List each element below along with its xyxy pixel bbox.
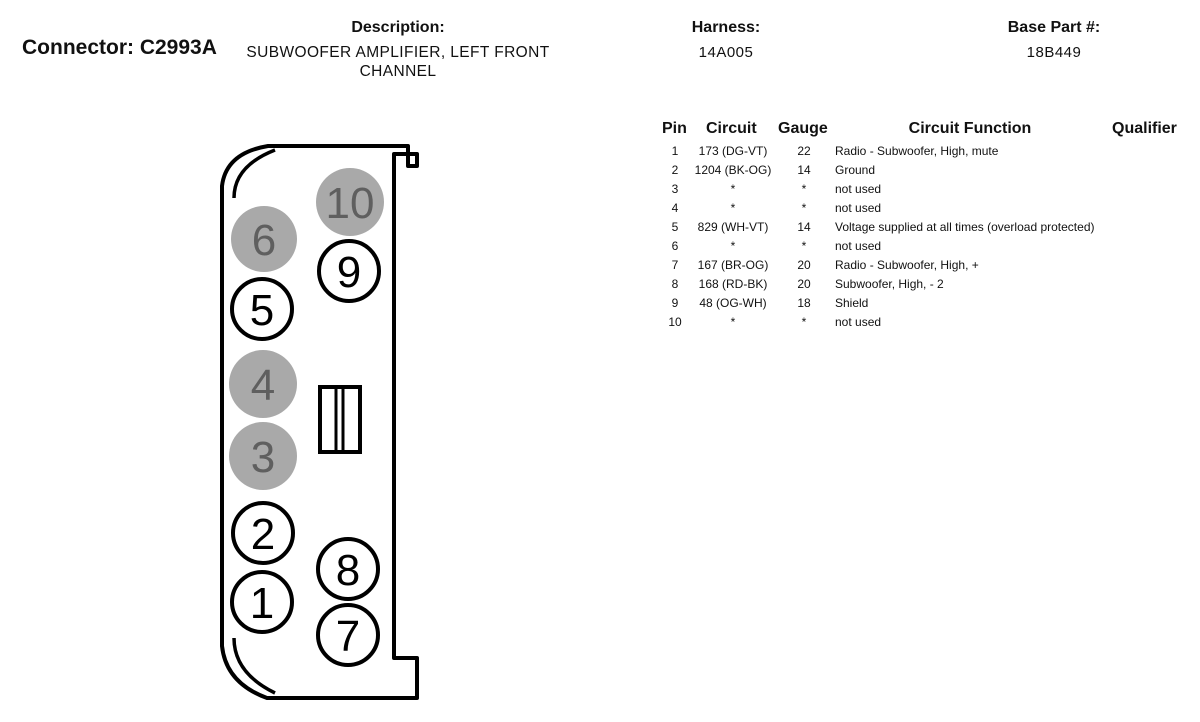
table-header-function: Circuit Function bbox=[908, 120, 1032, 137]
pin-number: 4 bbox=[251, 361, 275, 410]
cell-pin: 10 bbox=[668, 315, 682, 329]
cell-pin: 7 bbox=[671, 258, 679, 272]
harness-heading: Harness: bbox=[691, 19, 761, 36]
cell-pin: 4 bbox=[671, 201, 679, 215]
cell-circuit: * bbox=[730, 315, 736, 329]
cell-pin: 3 bbox=[671, 182, 679, 196]
pin-10-unused: 10 bbox=[316, 168, 384, 236]
cell-circuit: 167 (BR-OG) bbox=[697, 258, 769, 272]
base-part-value: 18B449 bbox=[1026, 44, 1082, 61]
cell-circuit: 48 (OG-WH) bbox=[699, 296, 767, 310]
pin-5: 5 bbox=[230, 277, 294, 341]
cell-gauge: 18 bbox=[797, 296, 811, 310]
table-header-circuit: Circuit bbox=[706, 120, 757, 137]
connector-inner-top-curve bbox=[232, 148, 276, 199]
pin-8: 8 bbox=[316, 537, 380, 601]
description-heading: Description: bbox=[351, 19, 445, 36]
keying-rib bbox=[318, 385, 362, 454]
connector-housing-outline bbox=[220, 144, 419, 700]
cell-pin: 5 bbox=[671, 220, 679, 234]
cell-function: not used bbox=[835, 201, 882, 215]
pin-number: 3 bbox=[251, 433, 275, 482]
cell-pin: 6 bbox=[671, 239, 679, 253]
cell-gauge: * bbox=[801, 201, 807, 215]
cell-pin: 9 bbox=[671, 296, 679, 310]
cell-circuit: * bbox=[730, 182, 736, 196]
cell-function: not used bbox=[835, 239, 882, 253]
pin-number: 2 bbox=[251, 510, 275, 559]
cell-gauge: * bbox=[801, 239, 807, 253]
connector-face-diagram: 10 6 9 5 4 3 2 8 1 7 bbox=[220, 144, 419, 700]
cell-circuit: 1204 (BK-OG) bbox=[694, 163, 772, 177]
cell-gauge: 14 bbox=[797, 163, 811, 177]
cell-pin: 8 bbox=[671, 277, 679, 291]
cell-function: Shield bbox=[835, 296, 869, 310]
pin-1: 1 bbox=[230, 570, 294, 634]
cell-gauge: 20 bbox=[797, 258, 811, 272]
pin-number: 10 bbox=[326, 179, 375, 228]
cell-function: Subwoofer, High, - 2 bbox=[835, 277, 944, 291]
cell-pin: 2 bbox=[671, 163, 679, 177]
connector-inner-bottom-curve bbox=[232, 637, 276, 695]
cell-gauge: * bbox=[801, 315, 807, 329]
cell-function: not used bbox=[835, 315, 882, 329]
table-header-gauge: Gauge bbox=[778, 120, 828, 137]
cell-function: Ground bbox=[835, 163, 876, 177]
pin-number: 8 bbox=[336, 546, 360, 595]
pin-number: 6 bbox=[252, 216, 276, 265]
pin-6-unused: 6 bbox=[231, 206, 297, 272]
pin-number: 1 bbox=[250, 579, 274, 628]
cell-gauge: 22 bbox=[797, 144, 811, 158]
cell-pin: 1 bbox=[671, 144, 679, 158]
pin-2: 2 bbox=[231, 501, 295, 565]
cell-function: not used bbox=[835, 182, 882, 196]
cell-circuit: * bbox=[730, 239, 736, 253]
cell-circuit: 168 (RD-BK) bbox=[698, 277, 768, 291]
cell-circuit: 173 (DG-VT) bbox=[698, 144, 768, 158]
cell-gauge: 14 bbox=[797, 220, 811, 234]
pin-number: 7 bbox=[336, 612, 360, 661]
cell-function: Radio - Subwoofer, High, + bbox=[835, 258, 979, 272]
table-header-pin: Pin bbox=[662, 120, 687, 137]
table-header-qualifier: Qualifier bbox=[1112, 120, 1177, 137]
pin-number: 9 bbox=[337, 248, 361, 297]
base-part-heading: Base Part #: bbox=[1007, 19, 1101, 36]
pin-3-unused: 3 bbox=[229, 422, 297, 490]
harness-value: 14A005 bbox=[698, 44, 754, 61]
pin-9: 9 bbox=[317, 239, 381, 303]
cell-circuit: 829 (WH-VT) bbox=[697, 220, 769, 234]
connector-title: Connector: C2993A bbox=[22, 36, 217, 59]
cell-gauge: * bbox=[801, 182, 807, 196]
pin-number: 5 bbox=[250, 286, 274, 335]
pin-4-unused: 4 bbox=[229, 350, 297, 418]
cell-function: Voltage supplied at all times (overload … bbox=[835, 220, 1095, 234]
cell-gauge: 20 bbox=[797, 277, 811, 291]
cell-function: Radio - Subwoofer, High, mute bbox=[835, 144, 999, 158]
cell-circuit: * bbox=[730, 201, 736, 215]
description-text: SUBWOOFER AMPLIFIER, LEFT FRONT CHANNEL bbox=[246, 44, 550, 80]
pin-7: 7 bbox=[316, 603, 380, 667]
